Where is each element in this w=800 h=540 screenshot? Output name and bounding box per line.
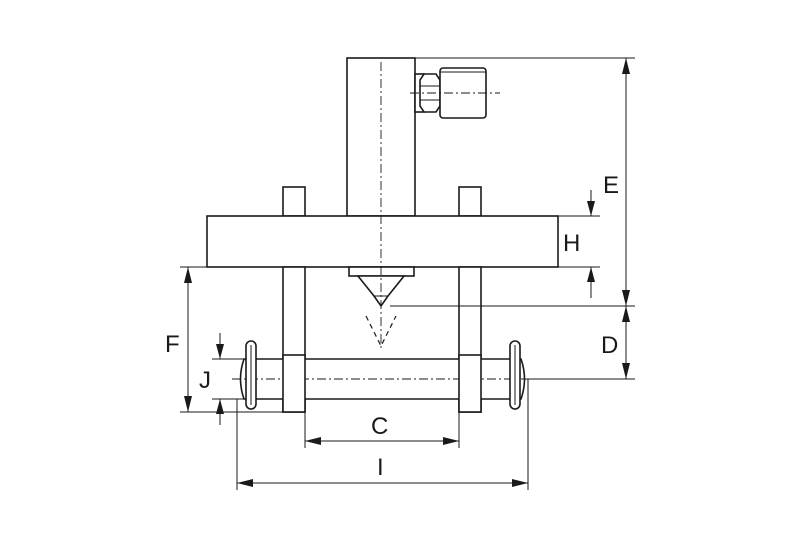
label-d: D: [601, 332, 618, 359]
dimension-f: F: [165, 266, 283, 413]
label-h: H: [563, 230, 580, 257]
label-c: C: [371, 413, 388, 440]
left-leg-top-stub: [282, 186, 306, 217]
label-e: E: [603, 172, 619, 199]
dimension-i: I: [236, 379, 529, 490]
support-pin: [232, 340, 540, 410]
hydraulic-coupler: [410, 67, 500, 119]
dimension-h: H: [558, 190, 600, 298]
dimension-d: D: [525, 306, 635, 380]
extended-tip-outline: [365, 315, 397, 348]
label-f: F: [165, 331, 180, 358]
dimension-e: E: [390, 57, 635, 307]
crossbar: [206, 215, 559, 268]
label-j: J: [199, 367, 211, 394]
right-leg-top-stub: [458, 186, 482, 217]
dimension-c: C: [304, 412, 460, 448]
pressing-tip: [348, 266, 415, 308]
dimension-j: J: [199, 333, 244, 425]
label-i: I: [377, 454, 384, 481]
